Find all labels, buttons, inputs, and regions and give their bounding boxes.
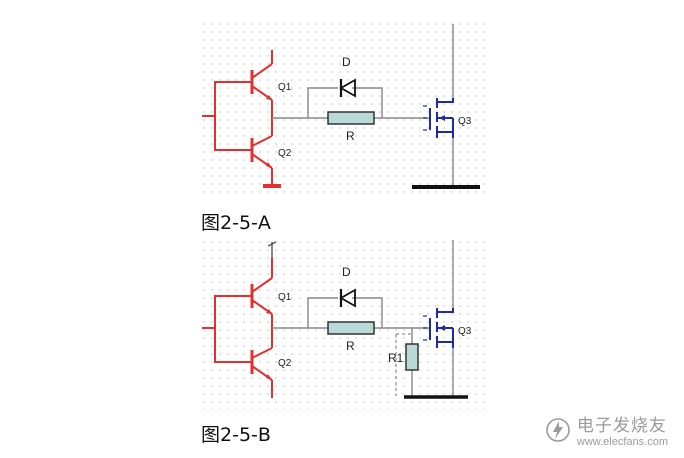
- q2-emitter-arrow: [266, 162, 272, 168]
- label-q3: Q3: [458, 326, 472, 337]
- diode-d: [338, 288, 356, 308]
- watermark-site: www.elecfans.com: [576, 436, 668, 448]
- mosfet-arrow: [439, 325, 445, 331]
- caption-a: 图2-5-A: [201, 212, 271, 234]
- diagram-a: Q1 Q2 D R Q3: [200, 20, 490, 196]
- schematic-b: Q1 Q2 D R R1 Q3: [202, 240, 472, 399]
- schematic-a: Q1 Q2 D R Q3: [202, 24, 480, 189]
- label-r1: R1: [388, 351, 404, 365]
- lightning-logo-icon: [546, 417, 570, 442]
- resistor-r: [327, 111, 375, 125]
- diagram-b: Q1 Q2 D R R1 Q3: [200, 238, 490, 410]
- q2-emitter-arrow: [266, 374, 272, 380]
- label-q3: Q3: [458, 116, 472, 127]
- diode-d: [338, 78, 356, 98]
- label-q1: Q1: [278, 82, 292, 93]
- resistor-r: [327, 321, 375, 335]
- dashed-guides: [395, 333, 412, 396]
- q1-emitter-arrow: [266, 95, 272, 100]
- wiring: [272, 240, 454, 396]
- watermark: 电子发烧友 www.elecfans.com: [545, 411, 668, 448]
- label-q1: Q1: [278, 292, 292, 303]
- grid-background: [200, 20, 490, 196]
- label-r: R: [346, 339, 355, 353]
- top-mark: [267, 241, 277, 258]
- mosfet-arrow: [439, 115, 445, 121]
- label-q2: Q2: [278, 358, 292, 369]
- label-r: R: [346, 129, 355, 143]
- q1-emitter-arrow: [266, 309, 272, 314]
- wiring: [272, 24, 454, 186]
- label-q2: Q2: [278, 148, 292, 159]
- label-d: D: [342, 55, 351, 69]
- label-d: D: [342, 265, 351, 279]
- totem-pole-driver: [202, 258, 273, 398]
- caption-b: 图2-5-B: [201, 424, 271, 446]
- watermark-name: 电子发烧友: [576, 416, 667, 436]
- resistor-r1: [405, 343, 419, 371]
